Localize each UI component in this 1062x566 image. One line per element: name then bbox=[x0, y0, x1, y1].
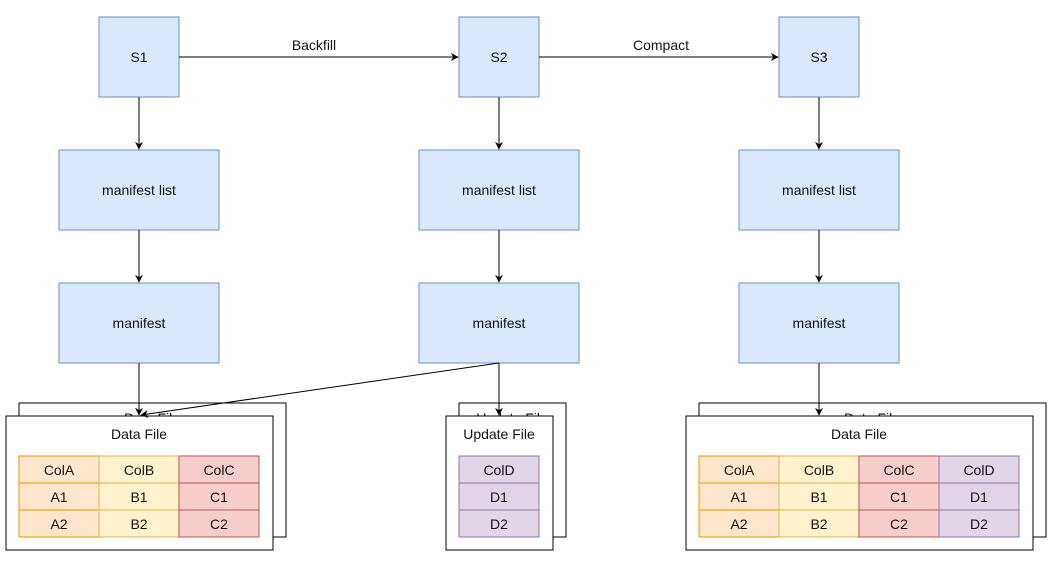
manifest-2-label: manifest bbox=[473, 315, 526, 331]
value-D2: D2 bbox=[490, 516, 508, 532]
value-C1: C1 bbox=[890, 489, 908, 505]
manifest-list-1-node[interactable] bbox=[58, 149, 220, 231]
snapshot-s3-column: S3 manifest list manifest Data File Data… bbox=[685, 16, 1047, 551]
manifest-3-label: manifest bbox=[793, 315, 846, 331]
manifest-list-3-label: manifest list bbox=[782, 182, 856, 198]
cell-A2 bbox=[18, 509, 100, 538]
manifest-list-2-label: manifest list bbox=[462, 182, 536, 198]
cell-D2 bbox=[938, 509, 1020, 538]
cell-B2 bbox=[778, 509, 860, 538]
value-A1: A1 bbox=[50, 489, 67, 505]
snapshot-s2-label: S2 bbox=[490, 49, 507, 65]
snapshot-s3-label: S3 bbox=[810, 49, 827, 65]
value-B2: B2 bbox=[130, 516, 147, 532]
snapshot-s1-node[interactable] bbox=[98, 16, 180, 98]
manifest-2-node[interactable] bbox=[418, 282, 580, 364]
manifest-1-label: manifest bbox=[113, 315, 166, 331]
cell-D1 bbox=[458, 482, 540, 511]
value-A2: A2 bbox=[730, 516, 747, 532]
header-colC: ColC bbox=[883, 462, 914, 478]
value-D1: D1 bbox=[970, 489, 988, 505]
snapshot-s2-column: S2 manifest list manifest Update File Up… bbox=[418, 16, 580, 551]
edge-label-backfill: Backfill bbox=[292, 37, 336, 53]
header-colB: ColB bbox=[124, 462, 154, 478]
update-file-table: ColD D1 D2 bbox=[458, 455, 540, 538]
data-file-1-table: ColA ColB ColC A1 B1 C1 A2 B2 C2 bbox=[18, 455, 260, 538]
header-colC: ColC bbox=[203, 462, 234, 478]
value-C1: C1 bbox=[210, 489, 228, 505]
cell-colD-header bbox=[938, 455, 1020, 484]
header-colB: ColB bbox=[804, 462, 834, 478]
manifest-list-2-node[interactable] bbox=[418, 149, 580, 231]
value-B1: B1 bbox=[810, 489, 827, 505]
header-colD: ColD bbox=[963, 462, 994, 478]
cell-C1 bbox=[858, 482, 940, 511]
edge-label-compact: Compact bbox=[633, 37, 689, 53]
value-A1: A1 bbox=[730, 489, 747, 505]
cell-D2 bbox=[458, 509, 540, 538]
arrow-manifest-2-to-data-file-1 bbox=[140, 362, 500, 418]
cell-colC-header bbox=[178, 455, 260, 484]
value-D1: D1 bbox=[490, 489, 508, 505]
data-file-3-title: Data File bbox=[831, 426, 887, 442]
value-C2: C2 bbox=[890, 516, 908, 532]
manifest-1-node[interactable] bbox=[58, 282, 220, 364]
header-colD: ColD bbox=[483, 462, 514, 478]
snapshot-s3-node[interactable] bbox=[778, 16, 860, 98]
manifest-list-3-node[interactable] bbox=[738, 149, 900, 231]
data-file-1-title: Data File bbox=[111, 426, 167, 442]
cell-B1 bbox=[98, 482, 180, 511]
cell-colB-header bbox=[778, 455, 860, 484]
value-B1: B1 bbox=[130, 489, 147, 505]
header-colA: ColA bbox=[724, 462, 755, 478]
header-colA: ColA bbox=[44, 462, 75, 478]
data-file-3-table: ColA ColB ColC ColD A1 B1 C1 D1 A2 B2 C2… bbox=[698, 455, 1020, 538]
cell-B1 bbox=[778, 482, 860, 511]
value-D2: D2 bbox=[970, 516, 988, 532]
manifest-list-1-label: manifest list bbox=[102, 182, 176, 198]
snapshot-s1-label: S1 bbox=[130, 49, 147, 65]
value-A2: A2 bbox=[50, 516, 67, 532]
update-file-title: Update File bbox=[463, 426, 535, 442]
cell-C2 bbox=[178, 509, 260, 538]
snapshot-s2-node[interactable] bbox=[458, 16, 540, 98]
snapshot-s1-column: S1 manifest list manifest Data File Data… bbox=[5, 16, 287, 551]
value-C2: C2 bbox=[210, 516, 228, 532]
cell-A1 bbox=[18, 482, 100, 511]
cell-D1 bbox=[938, 482, 1020, 511]
cell-colC-header bbox=[858, 455, 940, 484]
value-B2: B2 bbox=[810, 516, 827, 532]
cell-colD-header bbox=[458, 455, 540, 484]
